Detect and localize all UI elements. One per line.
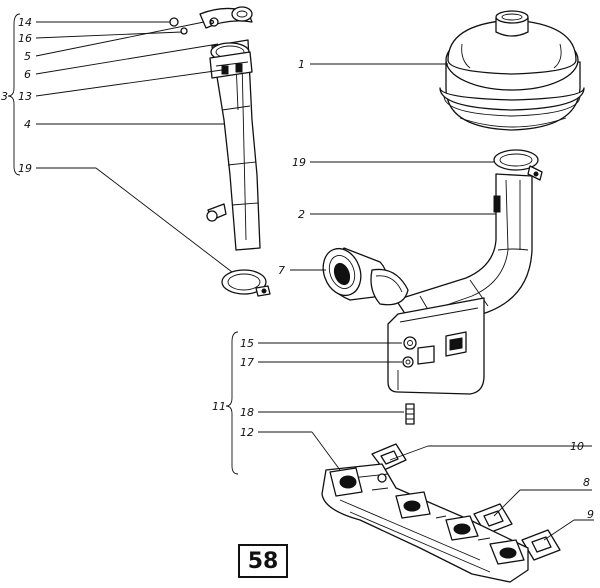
callout-9: 9 (587, 508, 594, 521)
callout-16: 16 (18, 32, 32, 45)
pipe-cap-5 (199, 6, 253, 29)
callout-4: 4 (24, 118, 31, 131)
callout-10: 10 (570, 440, 584, 453)
gasket-9 (521, 529, 561, 561)
callout-14: 14 (18, 16, 32, 29)
stud-18 (405, 403, 415, 425)
washer-16 (180, 27, 188, 35)
callout-7: 7 (278, 264, 285, 277)
intake-pipe-4 (206, 39, 261, 251)
callout-12: 12 (240, 426, 254, 439)
nut-14 (169, 17, 179, 27)
callout-6: 6 (24, 68, 31, 81)
callout-8: 8 (583, 476, 590, 489)
clamp-19-right (493, 149, 543, 181)
callout-3: 3 (1, 90, 8, 103)
gasket-10 (371, 443, 407, 471)
group-11-bracket (225, 331, 239, 475)
page-number: 58 (247, 548, 279, 574)
callout-17: 17 (240, 356, 254, 369)
callout-labels: 14 16 5 6 3 13 4 19 1 19 2 7 15 17 11 18… (1, 16, 594, 521)
leader-lines (35, 21, 594, 541)
page-number-box: 58 (238, 544, 288, 578)
callout-1: 1 (298, 58, 305, 71)
inlet-tube-7 (322, 247, 409, 306)
clamp-19-left (221, 269, 271, 297)
callout-18: 18 (240, 406, 254, 419)
callout-13: 13 (18, 90, 32, 103)
callout-19-right: 19 (292, 156, 306, 169)
callout-11: 11 (212, 400, 226, 413)
callout-2: 2 (298, 208, 305, 221)
air-cleaner-1 (439, 10, 585, 131)
elbow-pipe-2 (395, 173, 533, 337)
bracket-plate (387, 297, 485, 395)
callout-15: 15 (240, 337, 254, 350)
callout-5: 5 (24, 50, 31, 63)
callout-19-left: 19 (18, 162, 32, 175)
group-3-bracket (7, 13, 21, 176)
exhaust-manifold-12 (321, 463, 529, 583)
